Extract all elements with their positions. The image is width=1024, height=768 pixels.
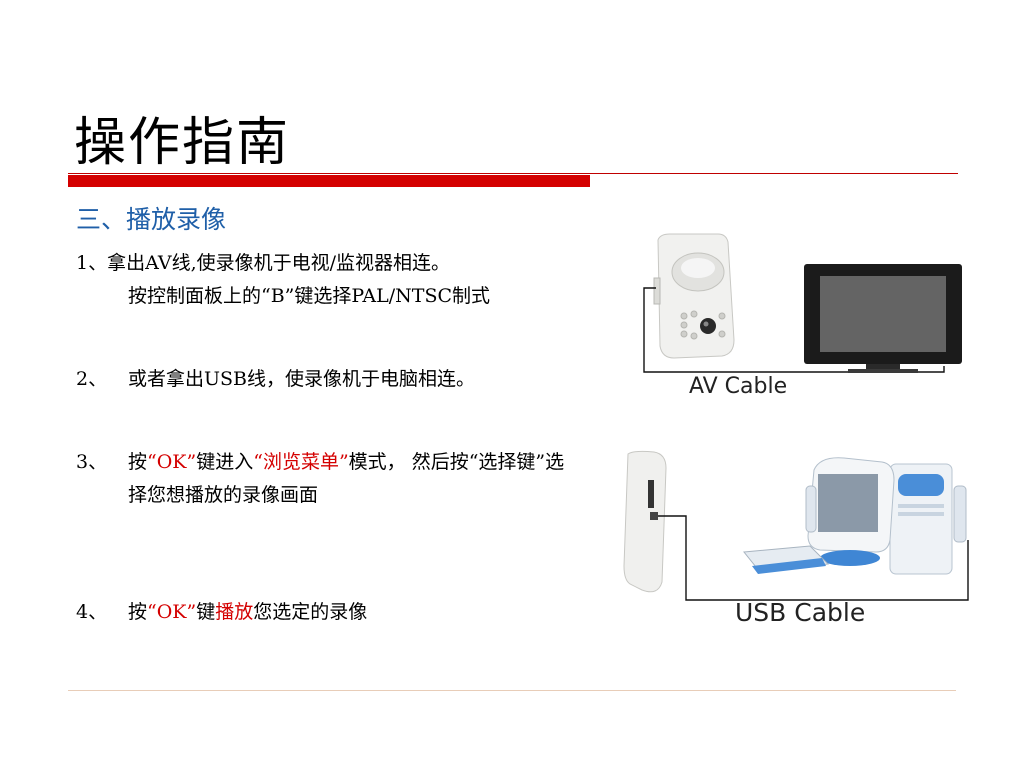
usb-connection-illustration <box>623 450 969 601</box>
page-title: 操作指南 <box>74 113 291 173</box>
section-subtitle: 三、播放录像 <box>76 205 227 234</box>
instruction-3-pre: 按 <box>128 451 148 473</box>
instruction-4-post: 您选定的录像 <box>253 601 368 623</box>
camera-lens-icon <box>700 318 716 334</box>
av-cable-line <box>643 287 945 373</box>
av-connection-illustration <box>643 233 962 373</box>
instruction-2-text: 或者拿出USB线，使录像机于电脑相连。 <box>128 368 475 390</box>
instruction-4-number: 4、 <box>76 601 108 623</box>
instruction-1-line2: 按控制面板上的“B”键选择PAL/NTSC制式 <box>128 285 491 307</box>
usb-cable-label: USB Cable <box>735 598 866 627</box>
title-divider-red-bar <box>68 175 590 187</box>
instruction-4-mid: 键 <box>196 601 216 623</box>
title-divider-thin <box>68 173 958 174</box>
instruction-1-line1: 1、拿出AV线,使录像机于电视/监视器相连。 <box>76 252 451 274</box>
instruction-3-number: 3、 <box>76 451 108 473</box>
footer-divider <box>68 690 956 691</box>
instruction-3-post: 模式， 然后按“选择键”选择您想播放的录像画面 <box>128 451 565 506</box>
usb-cable-line <box>658 515 969 601</box>
camera-side-icon <box>623 450 667 593</box>
instruction-2-number: 2、 <box>76 368 108 390</box>
instruction-3-text: 按“OK”键进入“浏览菜单”模式， 然后按“选择键”选择您想播放的录像画面 <box>128 446 578 512</box>
ok-key-label-2: “OK” <box>147 601 197 623</box>
browse-menu-label: “浏览菜单” <box>253 451 349 473</box>
monitor-base-icon <box>820 550 880 566</box>
play-action-label: 播放 <box>215 601 254 623</box>
instruction-4-text: 按“OK”键播放您选定的录像 <box>128 596 578 629</box>
ok-key-label: “OK” <box>147 451 197 473</box>
av-cable-label: AV Cable <box>689 374 788 399</box>
sd-card-slot-icon <box>648 480 654 508</box>
instruction-4-pre: 按 <box>128 601 148 623</box>
instruction-3-mid: 键进入 <box>196 451 254 473</box>
